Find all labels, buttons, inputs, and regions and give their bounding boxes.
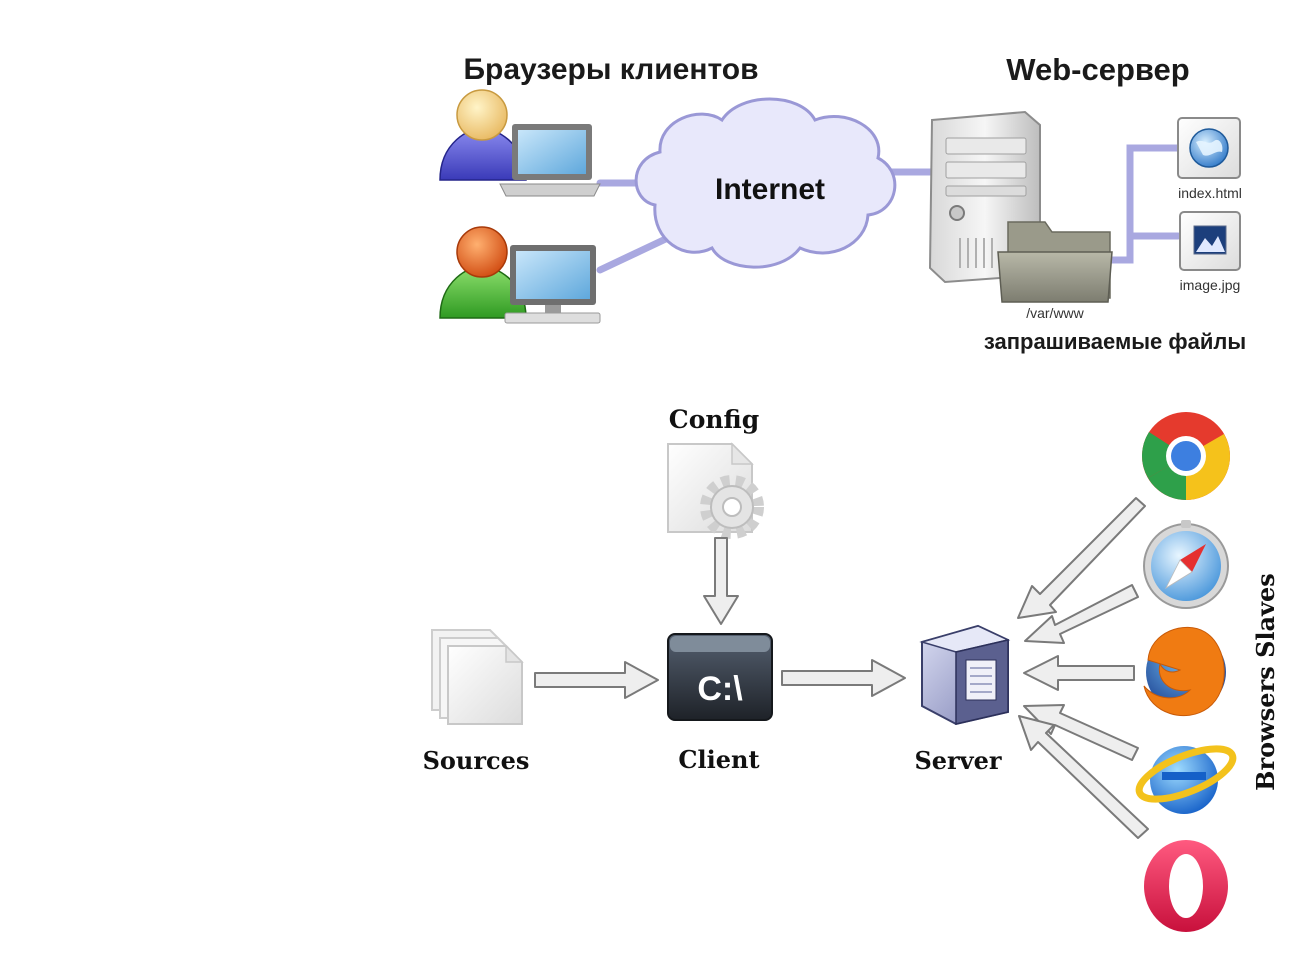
config-label: Config — [669, 405, 759, 434]
browsers-slaves-label: Browsers Slaves — [1251, 573, 1280, 791]
user-blue-icon — [439, 89, 527, 181]
client-label: Client — [678, 745, 759, 774]
terminal-window-icon: C:\ — [667, 633, 773, 721]
opera-icon — [1144, 840, 1228, 932]
browser-arrows — [1017, 497, 1149, 839]
firefox-icon — [1143, 626, 1226, 717]
terminal-prompt: C:\ — [697, 670, 743, 708]
user-green-icon — [439, 226, 527, 319]
clients-title: Браузеры клиентов — [463, 53, 758, 86]
image-file-icon — [1179, 211, 1241, 271]
sources-label: Sources — [423, 746, 530, 775]
index-file-label: index.html — [1178, 185, 1242, 201]
cloud-label: Internet — [715, 173, 825, 206]
laptop-icon — [499, 124, 601, 197]
image-file-label: image.jpg — [1180, 277, 1241, 293]
chrome-icon — [1141, 412, 1230, 500]
server-label: Server — [914, 746, 1001, 775]
config-file-gear-icon — [667, 442, 764, 539]
globe-file-icon — [1177, 117, 1241, 179]
internet-cloud: Internet — [634, 97, 897, 269]
server-box-icon — [919, 624, 1011, 726]
folder-label: /var/www — [1026, 305, 1084, 321]
server-title: Web-сервер — [1006, 52, 1189, 87]
flow-arrows — [534, 497, 1149, 839]
folder-icon — [997, 221, 1113, 303]
safari-icon — [1143, 520, 1229, 609]
files-caption: запрашиваемые файлы — [984, 329, 1246, 354]
internet-explorer-icon — [1135, 745, 1237, 814]
desktop-monitor-icon — [504, 245, 601, 324]
documents-stack-icon — [431, 629, 524, 725]
